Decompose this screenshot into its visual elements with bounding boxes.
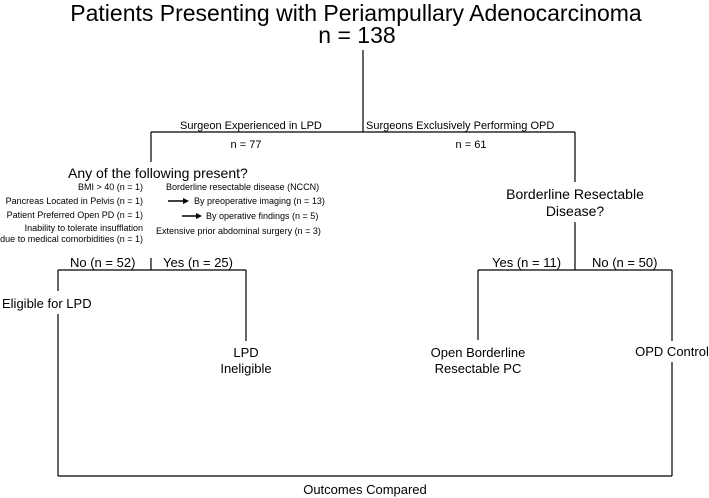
criterion-bmi: BMI > 40 (n = 1)	[77, 182, 143, 192]
criterion-preoperative-imaging: By preoperative imaging (n = 13)	[194, 196, 325, 206]
decision-no-right: No (n = 50)	[592, 255, 658, 270]
node-lpd-ineligible: LPD Ineligible	[220, 345, 272, 376]
criterion-prior-surgery: Extensive prior abdominal surgery (n = 3…	[156, 226, 321, 236]
criterion-patient-preferred: Patient Preferred Open PD (n = 1)	[6, 210, 143, 220]
branch-label-opd-surgeon: Surgeons Exclusively Performing OPD	[366, 120, 555, 132]
chart-title: Patients Presenting with Periampullary A…	[70, 0, 642, 26]
criterion-borderline-header: Borderline resectable disease (NCCN)	[166, 182, 320, 192]
criterion-operative-findings: By operative findings (n = 5)	[206, 211, 319, 221]
criterion-insufflation: Inability to tolerate insufflation due t…	[0, 223, 143, 244]
question-borderline-resectable: Borderline Resectable Disease?	[506, 186, 644, 219]
decision-yes-right: Yes (n = 11)	[492, 255, 562, 270]
arrow-icon-preoperative	[168, 198, 189, 204]
total-count: n = 138	[318, 22, 396, 48]
decision-no-left: No (n = 52)	[70, 255, 136, 270]
node-outcomes-compared: Outcomes Compared	[303, 482, 427, 497]
decision-yes-left: Yes (n = 25)	[163, 255, 233, 270]
branch-label-lpd-surgeon: Surgeon Experienced in LPD	[180, 120, 322, 132]
branch-count-opd: n = 61	[455, 139, 487, 151]
criterion-pelvis: Pancreas Located in Pelvis (n = 1)	[5, 196, 143, 206]
node-open-borderline: Open Borderline Resectable PC	[430, 345, 526, 376]
question-any-present: Any of the following present?	[68, 165, 248, 181]
node-eligible-lpd: Eligible for LPD	[2, 296, 92, 311]
node-opd-control: OPD Control	[635, 344, 709, 359]
arrow-icon-operative	[182, 213, 202, 219]
branch-count-lpd: n = 77	[230, 139, 262, 151]
